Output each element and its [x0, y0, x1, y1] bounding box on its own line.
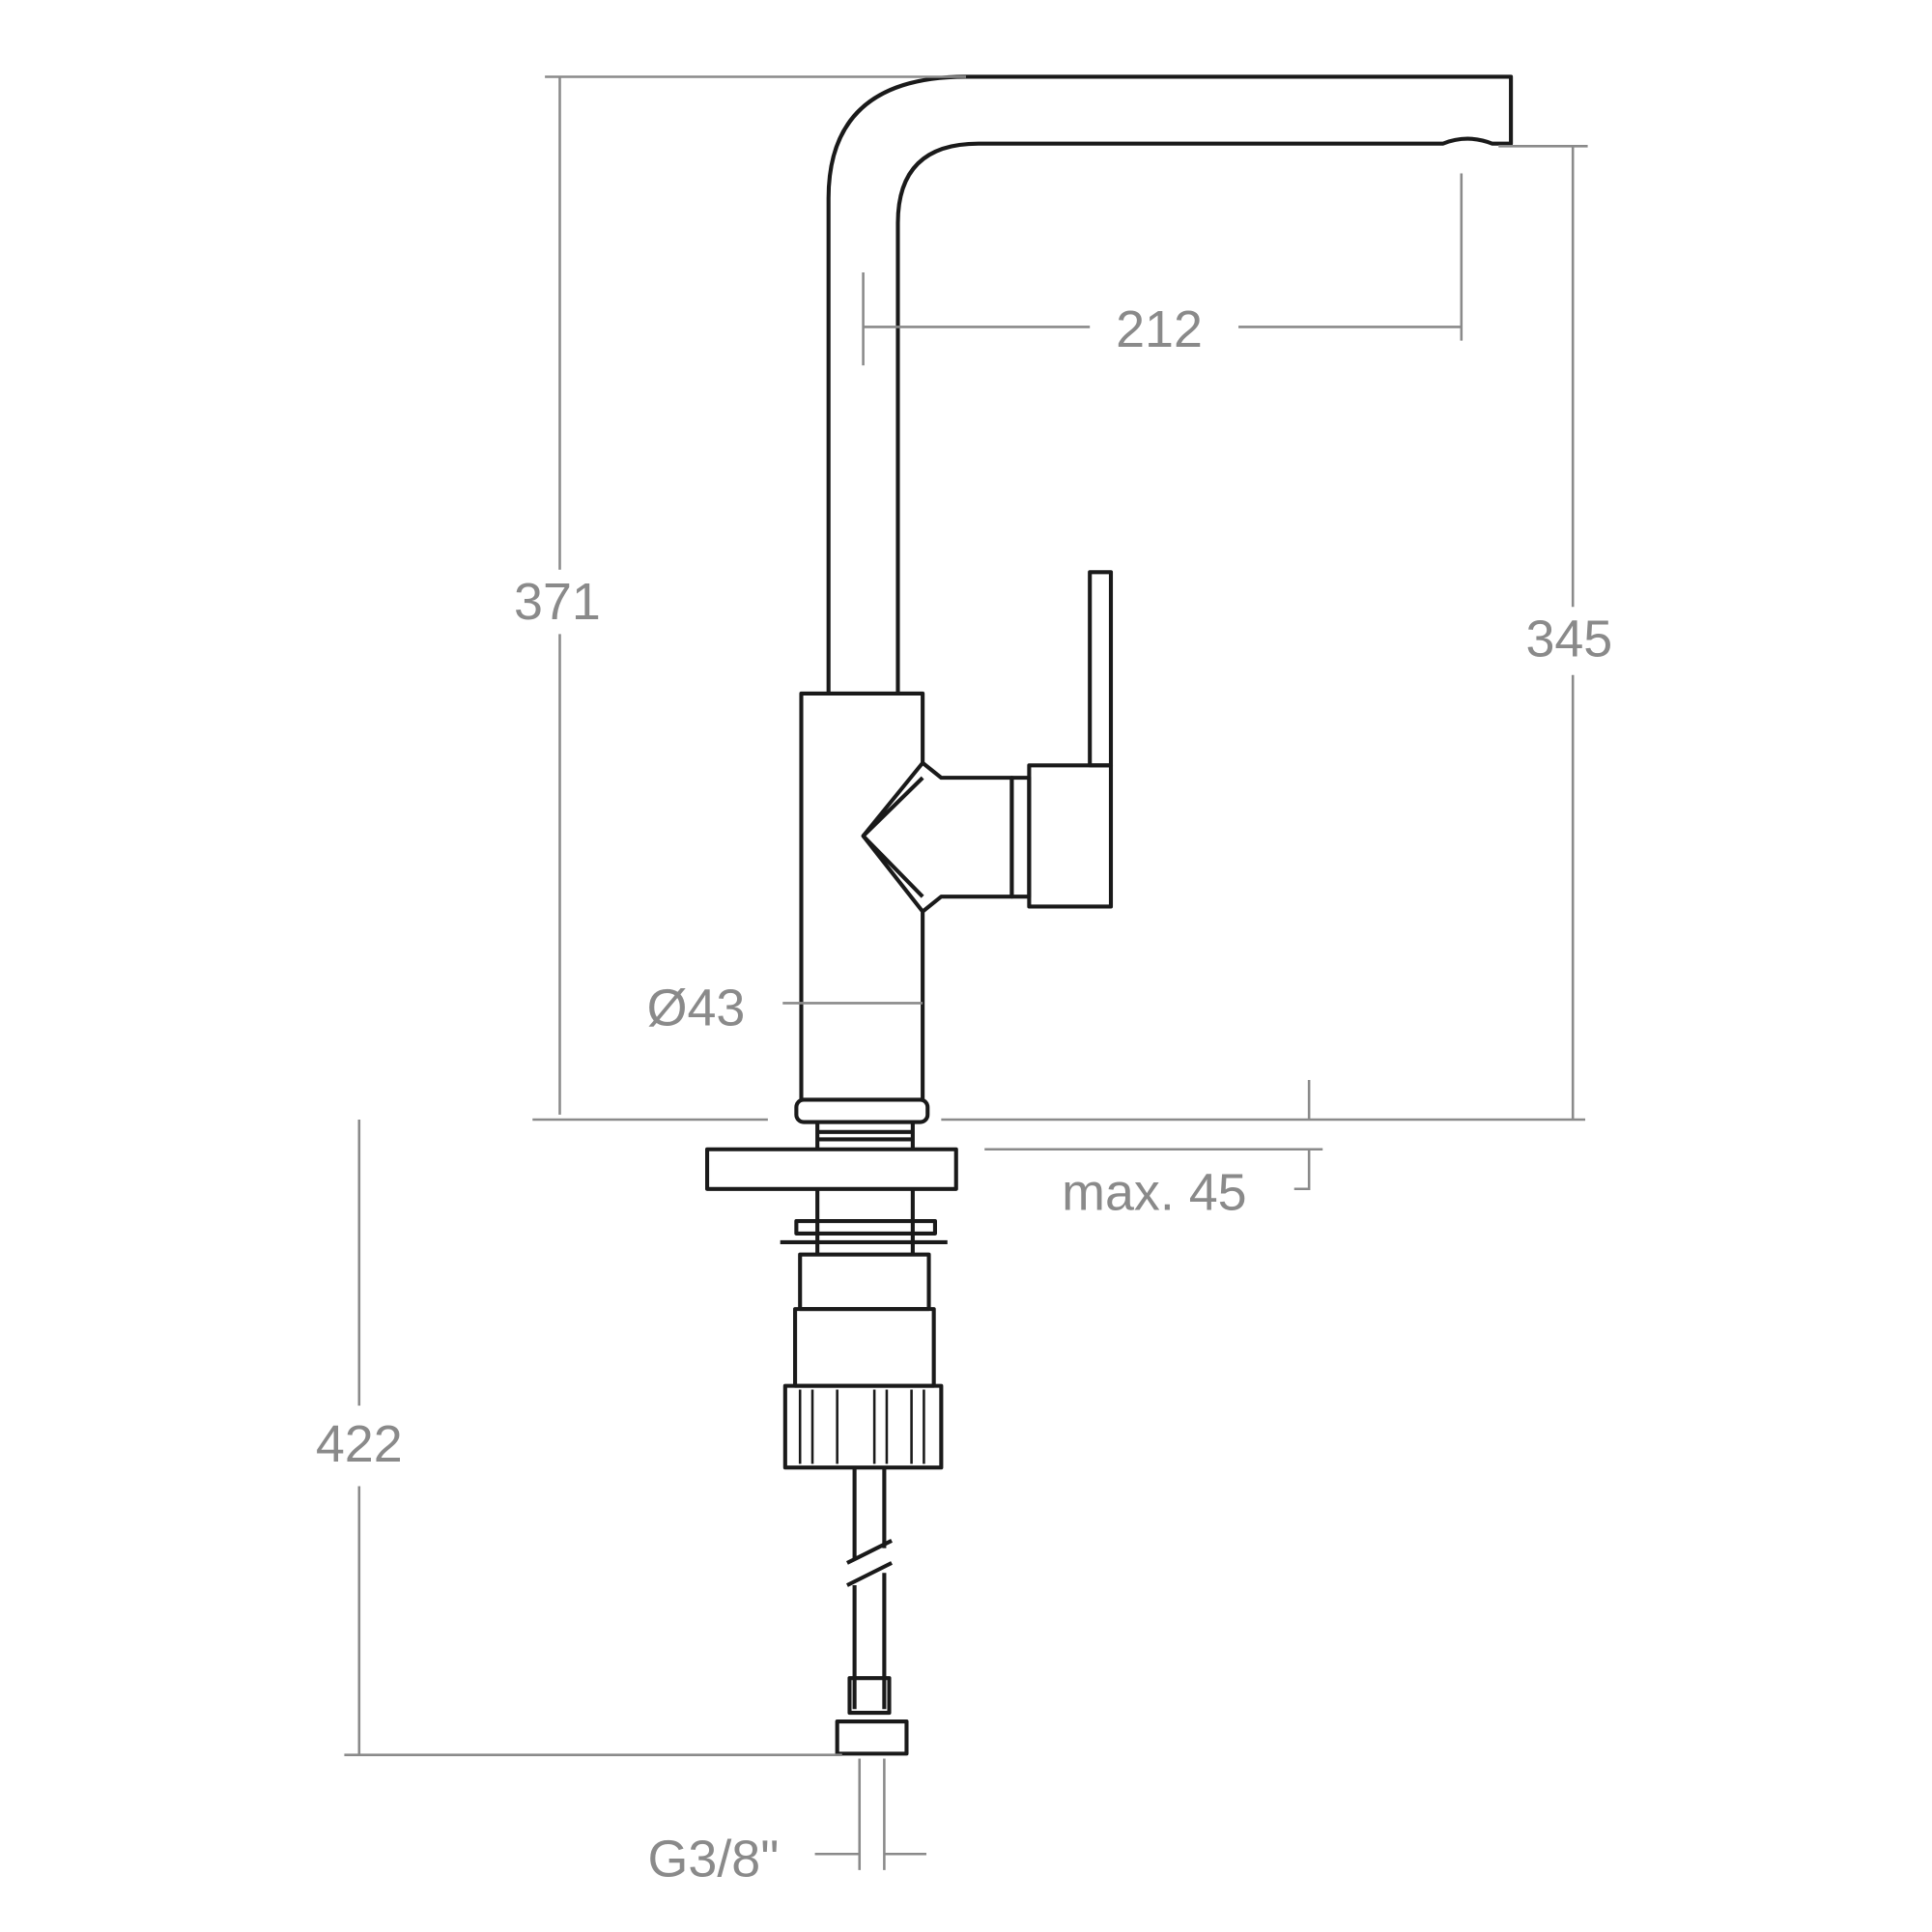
dim-label-diameter: Ø43 [647, 980, 746, 1037]
hose [846, 1467, 893, 1710]
dim-label-371: 371 [514, 573, 601, 631]
nut-upper [798, 1252, 931, 1312]
dim-label-345: 345 [1525, 610, 1612, 668]
valve-ring [1009, 776, 1032, 899]
mounting-plate [705, 1147, 958, 1191]
dim-345-line [1498, 145, 1588, 1120]
valve-housing [862, 761, 1014, 914]
dim-label-212: 212 [1116, 300, 1203, 358]
nut-lower [793, 1307, 936, 1388]
body [799, 691, 925, 1100]
dim-45-line [984, 1079, 1323, 1191]
threaded-stem-top [815, 1122, 915, 1150]
lever-handle [1088, 570, 1114, 768]
dim-label-422: 422 [316, 1415, 403, 1473]
hose-fitting [847, 1676, 892, 1716]
spout [826, 74, 1514, 694]
dimension-lines [344, 75, 1588, 1870]
connector-block [782, 1383, 944, 1470]
dim-212-line [862, 173, 1463, 366]
faucet-outline [705, 74, 1514, 1756]
washer [794, 1219, 937, 1236]
hose-nut [835, 1719, 909, 1756]
connector-ribs [798, 1389, 925, 1464]
dim-label-max45: max. 45 [1062, 1164, 1246, 1222]
dim-label-thread: G3/8" [648, 1830, 780, 1888]
dim-371-line [545, 75, 967, 1115]
dim-g38-line [814, 1758, 926, 1870]
lever-base [1027, 763, 1114, 909]
base-ring [794, 1097, 930, 1124]
dim-422-line [344, 1119, 842, 1756]
